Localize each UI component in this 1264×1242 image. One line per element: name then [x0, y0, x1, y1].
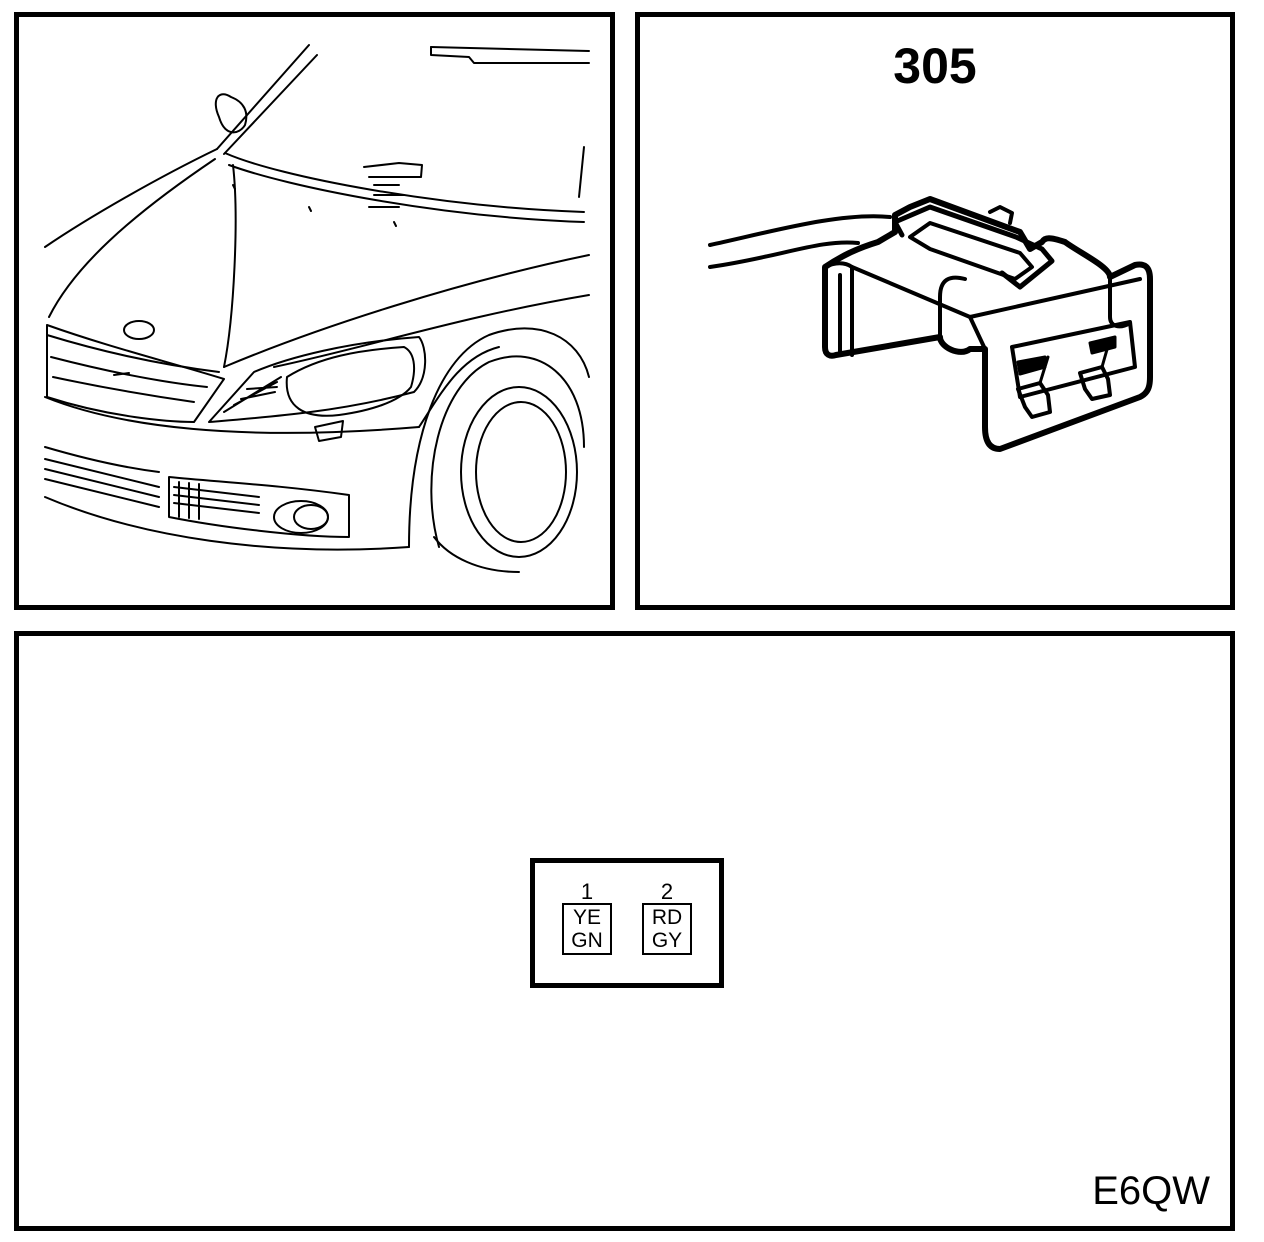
pin-1: 1 YE GN [562, 881, 612, 955]
connector-illustration [708, 196, 1153, 452]
pin-number: 1 [580, 879, 594, 904]
wire-color: GN [571, 929, 603, 952]
pin-wire-colors: RD GY [642, 903, 692, 955]
reference-code: E6QW [1092, 1169, 1210, 1213]
connector-view-panel: 305 [635, 12, 1235, 610]
connector-pin-face: 1 YE GN 2 RD GY [530, 858, 724, 988]
wire-color: GY [651, 929, 683, 952]
vehicle-front-illustration [44, 44, 590, 573]
pin-number: 2 [660, 879, 674, 904]
pin-wire-colors: YE GN [562, 903, 612, 955]
wire-color: YE [572, 906, 601, 929]
wire-color: RD [651, 906, 683, 929]
connector-number: 305 [893, 38, 977, 94]
vehicle-location-panel [14, 12, 615, 610]
pinout-panel: 1 YE GN 2 RD GY E6QW [14, 631, 1235, 1231]
pin-2: 2 RD GY [642, 881, 692, 955]
